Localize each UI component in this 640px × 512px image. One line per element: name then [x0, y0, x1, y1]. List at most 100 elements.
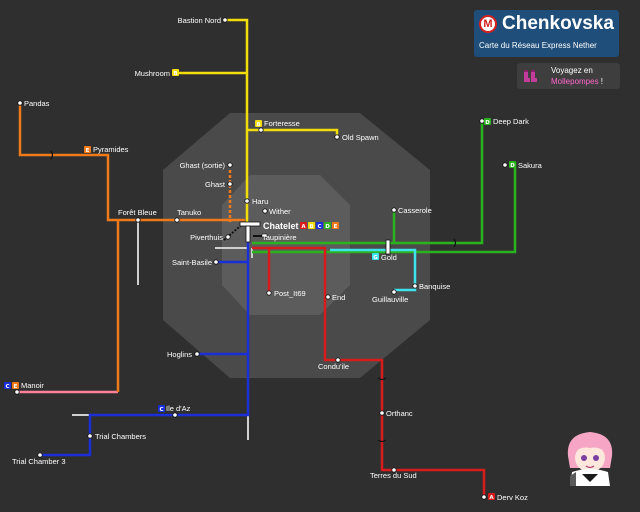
station-dot[interactable]: [87, 433, 93, 439]
station-dot[interactable]: [391, 207, 397, 213]
label-condu-ile[interactable]: Condu'ile: [318, 362, 349, 371]
station-dot[interactable]: [222, 17, 228, 23]
label-foret-bleue[interactable]: Forêt Bleue: [118, 208, 157, 217]
station-dot[interactable]: [325, 294, 331, 300]
badge-E: [84, 146, 91, 153]
label-casserole[interactable]: Casserole: [398, 206, 432, 215]
label-wither[interactable]: Wither: [269, 207, 291, 216]
label-tanuko[interactable]: Tanuko: [177, 208, 201, 217]
label-ghast[interactable]: Ghast: [205, 180, 226, 189]
label-guillauville[interactable]: Guillauville: [372, 295, 408, 304]
label-post-it69[interactable]: Post_It69: [274, 289, 306, 298]
station-dot[interactable]: [244, 198, 250, 204]
station-bar[interactable]: [239, 221, 261, 227]
badge-E-text: E: [86, 148, 90, 154]
badge-A-text: A: [489, 495, 494, 501]
label-sakura[interactable]: Sakura: [518, 161, 543, 170]
badge-C: [316, 222, 323, 229]
label-end[interactable]: End: [332, 293, 345, 302]
promo-line-2: Mollepompes !: [551, 77, 603, 86]
badge-B: [172, 69, 179, 76]
line-breaks: [50, 150, 457, 443]
label-forteresse[interactable]: Forteresse: [264, 119, 300, 128]
station-dot[interactable]: [391, 467, 397, 473]
station-labels: Bastion Nord Mushroom Pandas Pyramides F…: [12, 16, 543, 502]
badge-E-text: E: [334, 224, 338, 230]
badges: B E B D D G C E C A A B C D E: [4, 69, 516, 501]
station-dot[interactable]: [17, 100, 23, 106]
station-dot[interactable]: [412, 283, 418, 289]
badge-E: [332, 222, 339, 229]
promo-box: Voyagez en Mollepompes !: [517, 63, 620, 89]
station-dot[interactable]: [262, 208, 268, 214]
badge-C-text: C: [159, 407, 163, 413]
station-dot[interactable]: [266, 290, 272, 296]
label-pyramides[interactable]: Pyramides: [93, 145, 129, 154]
station-bar[interactable]: [385, 239, 391, 255]
badge-C: [158, 405, 165, 412]
label-pandas[interactable]: Pandas: [24, 99, 50, 108]
label-orthanc[interactable]: Orthanc: [386, 409, 413, 418]
line-E: [18, 103, 245, 392]
promo-highlight: Mollepompes: [551, 77, 599, 86]
label-hoglins[interactable]: Hoglins: [167, 350, 192, 359]
label-trial-chambers[interactable]: Trial Chambers: [95, 432, 146, 441]
badge-D-text: D: [325, 224, 330, 230]
badge-B-text: B: [309, 224, 313, 230]
label-trial-chamber-3[interactable]: Trial Chamber 3: [12, 457, 66, 466]
label-terres-du-sud[interactable]: Terres du Sud: [370, 471, 417, 480]
station-dot[interactable]: [14, 389, 20, 395]
badge-D: [324, 222, 331, 229]
boots-icon: [524, 70, 537, 82]
label-bastion-nord[interactable]: Bastion Nord: [178, 16, 221, 25]
line-C: [40, 232, 250, 457]
label-saint-basile[interactable]: Saint-Basile: [172, 258, 212, 267]
label-gold[interactable]: Gold: [381, 253, 397, 262]
station-dot[interactable]: [481, 494, 487, 500]
station-dot[interactable]: [258, 127, 264, 133]
line-D: [252, 120, 517, 254]
label-deep-dark[interactable]: Deep Dark: [493, 117, 529, 126]
station-dot[interactable]: [213, 259, 219, 265]
station-dot[interactable]: [227, 162, 233, 168]
station-dot[interactable]: [502, 162, 508, 168]
line-G: [330, 248, 417, 292]
label-piverthuis[interactable]: Piverthuis: [190, 233, 223, 242]
station-dot[interactable]: [479, 118, 485, 124]
station-dot[interactable]: [227, 181, 233, 187]
station-dot[interactable]: [225, 234, 231, 240]
mascot-image: [567, 432, 613, 486]
station-bar[interactable]: [261, 233, 268, 238]
station-bar[interactable]: [245, 225, 251, 243]
station-dot[interactable]: [172, 412, 178, 418]
badge-C-text: C: [317, 224, 321, 230]
label-mushroom[interactable]: Mushroom: [135, 69, 170, 78]
label-ghast-sortie[interactable]: Ghast (sortie): [180, 161, 226, 170]
map-title: Chenkovska: [502, 13, 614, 34]
station-dot[interactable]: [334, 134, 340, 140]
promo-line-1: Voyagez en: [551, 66, 593, 75]
badge-E-text: E: [14, 384, 18, 390]
label-chatelet[interactable]: Chatelet: [263, 221, 299, 231]
station-dot[interactable]: [135, 217, 141, 223]
label-taupiniere[interactable]: Taupinière: [262, 233, 297, 242]
station-dot[interactable]: [391, 289, 397, 295]
badge-A: [300, 222, 307, 229]
label-haru[interactable]: Haru: [252, 197, 268, 206]
badge-G: [372, 253, 379, 260]
badge-D-text: D: [485, 120, 490, 126]
label-ile-daz[interactable]: Ile d'Az: [166, 404, 191, 413]
label-old-spawn[interactable]: Old Spawn: [342, 133, 379, 142]
station-dot[interactable]: [194, 351, 200, 357]
station-dot[interactable]: [379, 410, 385, 416]
station-dot[interactable]: [335, 357, 341, 363]
station-dot[interactable]: [37, 452, 43, 458]
station-dot[interactable]: [174, 217, 180, 223]
label-manoir[interactable]: Manoir: [21, 381, 44, 390]
badge-G-text: G: [373, 255, 378, 261]
inner-zone: [222, 175, 350, 315]
label-derv-koz[interactable]: Derv Koz: [497, 493, 528, 502]
badge-A: [488, 493, 495, 500]
label-banquise[interactable]: Banquise: [419, 282, 450, 291]
